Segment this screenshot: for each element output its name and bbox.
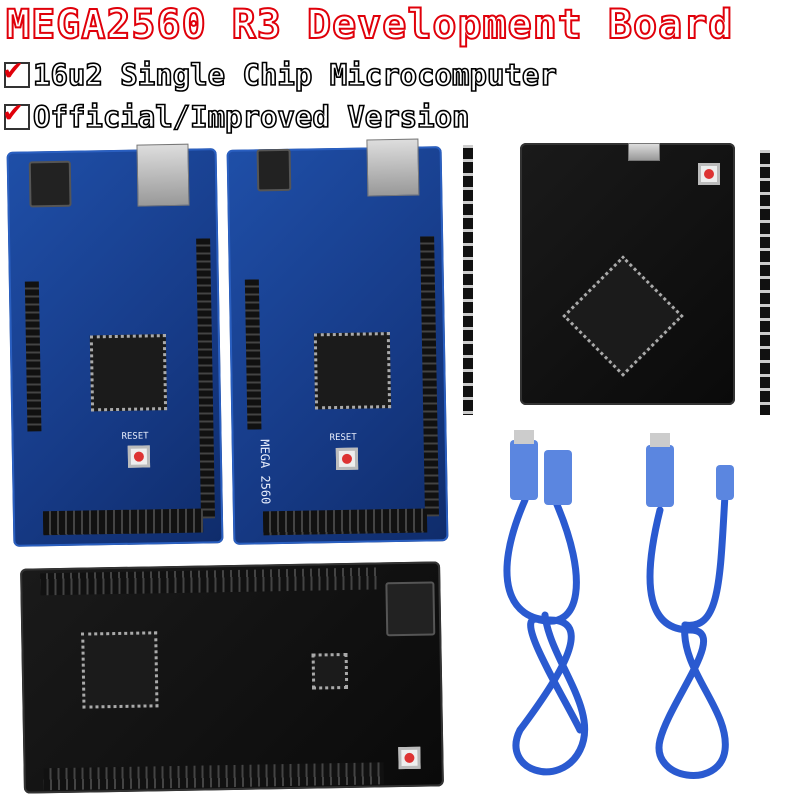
usb-a-to-b-cable (503, 496, 589, 776)
atmega2560-chip (562, 255, 684, 377)
loose-pin-header (463, 145, 473, 415)
reset-button (335, 447, 359, 471)
usb-a-connector (510, 440, 538, 500)
pin-header (43, 762, 384, 791)
feature-item: ✔ 16u2 Single Chip Microcomputer (4, 52, 558, 93)
loose-pin-header (760, 150, 770, 415)
usb-cables (503, 430, 734, 779)
dc-jack (256, 148, 292, 192)
pin-header (244, 279, 262, 430)
micro-usb-port (628, 143, 660, 161)
atmega2560-chip (89, 334, 168, 412)
pin-header (196, 238, 215, 519)
usb-b-port (136, 143, 190, 207)
feature-text: Official/Improved Version (32, 99, 470, 135)
reset-label: RESET (121, 431, 149, 442)
board-official-mega2560: RESET (6, 143, 224, 547)
reset-label: RESET (329, 432, 357, 444)
atmega2560-chip (81, 631, 159, 709)
usb-b-port (366, 138, 420, 197)
usb-a-connector (646, 445, 674, 507)
checkbox-checked-icon: ✔ (4, 52, 30, 88)
pin-header (42, 508, 204, 536)
dc-jack (28, 160, 72, 208)
usb-b-connector (544, 450, 572, 505)
model-label: MEGA 2560 (257, 439, 273, 505)
micro-usb-connector (716, 465, 734, 500)
reset-button (398, 746, 421, 770)
board-improved-mega2560: RESET MEGA 2560 (226, 138, 449, 545)
board-mega2560-pro (520, 143, 735, 405)
pin-header (40, 567, 381, 596)
pin-header (420, 236, 439, 517)
checkbox-checked-icon: ✔ (4, 94, 30, 130)
pin-header (262, 508, 428, 536)
reset-button (127, 445, 151, 468)
pin-header (24, 281, 42, 432)
atmega2560-chip (313, 332, 392, 410)
dc-jack (385, 581, 436, 637)
feature-item: ✔ Official/Improved Version (4, 94, 470, 135)
feature-text: 16u2 Single Chip Microcomputer (32, 57, 557, 93)
page-title: MEGA2560 R3 Development Board (5, 1, 734, 49)
reset-button (698, 163, 720, 185)
ch340-chip (311, 652, 349, 690)
board-mega2560-wifi (20, 561, 444, 794)
usb-a-to-micro-cable (646, 491, 729, 779)
